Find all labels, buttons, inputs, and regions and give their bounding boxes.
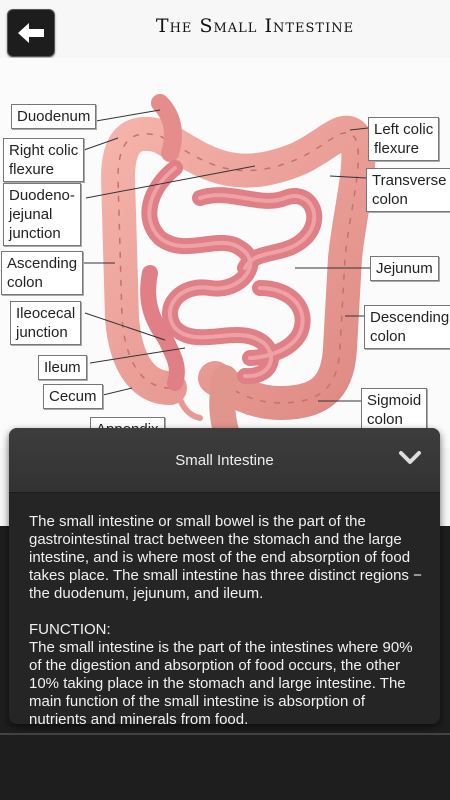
label-jejunum: Jejunum <box>370 256 439 281</box>
label-sigmoid-colon: Sigmoid colon <box>361 388 428 432</box>
label-duodenojejunal-junction: Duodeno- jejunal junction <box>3 183 81 246</box>
label-transverse-colon: Transverse colon <box>366 168 450 212</box>
panel-body: The small intestine or small bowel is th… <box>29 513 426 724</box>
intestine-illustration <box>83 94 376 448</box>
label-cecum: Cecum <box>43 384 103 409</box>
panel-title: Small Intestine <box>175 452 274 469</box>
page-title: The Small Intestine <box>155 15 355 37</box>
back-arrow-icon <box>18 23 44 43</box>
label-right-colic-flexure: Right colic flexure <box>3 138 85 182</box>
top-bar: The Small Intestine <box>0 0 450 58</box>
chevron-down-icon[interactable] <box>398 450 422 466</box>
function-text: The small intestine is the part of the i… <box>29 639 413 724</box>
info-panel: Small Intestine The small intestine or s… <box>9 428 440 724</box>
label-duodenum: Duodenum <box>11 104 97 129</box>
panel-header[interactable]: Small Intestine <box>9 428 440 493</box>
description-text: The small intestine or small bowel is th… <box>29 513 422 602</box>
function-heading: FUNCTION: <box>29 621 111 638</box>
label-ileum: Ileum <box>38 355 87 380</box>
label-ileocecal-junction: Ileocecal junction <box>10 301 82 345</box>
intestine-diagram: Duodenum Right colic flexure Duodeno- je… <box>0 58 450 448</box>
label-ascending-colon: Ascending colon <box>1 251 84 295</box>
label-descending-colon: Descending colon <box>364 305 450 349</box>
back-button[interactable] <box>7 9 55 57</box>
divider <box>0 733 450 735</box>
label-left-colic-flexure: Left colic flexure <box>368 117 440 161</box>
